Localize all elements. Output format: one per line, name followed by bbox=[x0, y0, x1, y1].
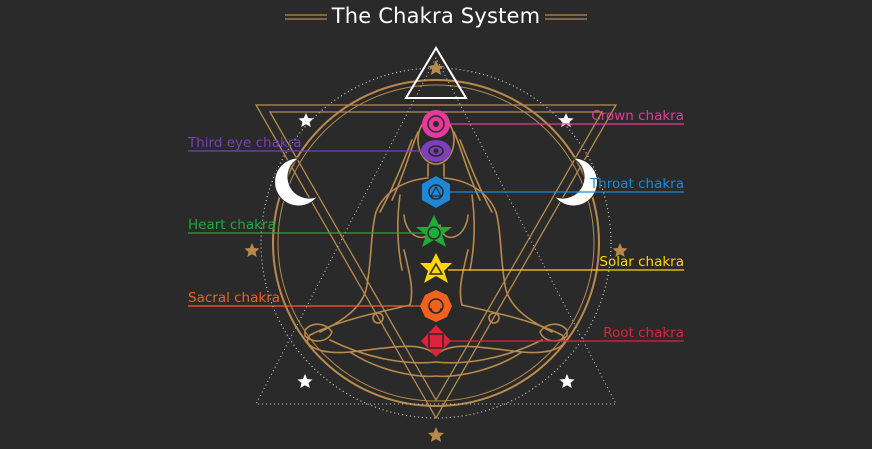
page-title: The Chakra System bbox=[331, 4, 541, 28]
lotus-icon bbox=[422, 110, 450, 138]
lotus-icon bbox=[416, 215, 452, 247]
lotus-icon bbox=[422, 176, 450, 208]
title-ornament-right bbox=[545, 14, 587, 20]
star-icon bbox=[428, 427, 444, 442]
label-sacral-chakra: Sacral chakra bbox=[188, 290, 281, 306]
lotus-icon bbox=[421, 325, 451, 357]
label-third-eye-chakra: Third eye chakra bbox=[188, 135, 302, 151]
lotus-icon bbox=[420, 253, 452, 283]
triangle-top-white bbox=[404, 46, 468, 99]
star-icon bbox=[558, 113, 574, 127]
title-ornament-left bbox=[285, 14, 327, 20]
label-heart-chakra: Heart chakra bbox=[188, 217, 276, 233]
star-icon bbox=[559, 374, 575, 388]
gold-circle-outer bbox=[272, 79, 600, 407]
label-root-chakra: Root chakra bbox=[603, 325, 684, 341]
crescent-moon-icon bbox=[553, 157, 598, 207]
leader-lines bbox=[188, 123, 684, 342]
star-icon bbox=[297, 374, 313, 388]
label-crown-chakra: Crown chakra bbox=[591, 108, 684, 124]
star-icon bbox=[428, 60, 444, 75]
star-icon bbox=[612, 243, 628, 257]
star-icon bbox=[244, 243, 260, 257]
meditating-figure bbox=[304, 115, 568, 378]
lotus-icon bbox=[420, 290, 452, 322]
lotus-icon bbox=[421, 140, 451, 162]
star-icon bbox=[298, 113, 314, 127]
crescent-moon-icon bbox=[274, 157, 319, 207]
label-throat-chakra: Throat chakra bbox=[589, 176, 684, 192]
label-solar-chakra: Solar chakra bbox=[599, 254, 684, 270]
